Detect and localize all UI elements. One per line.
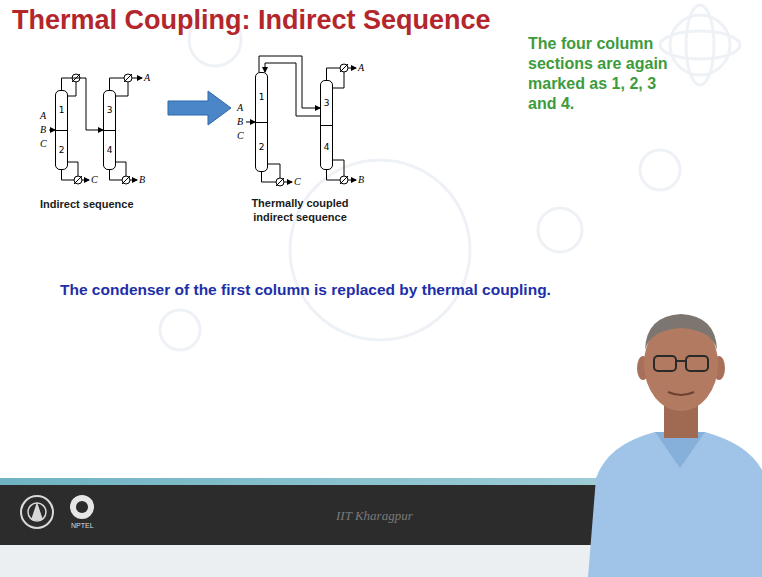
bottoms-line [110, 170, 123, 180]
stream-label: C [40, 138, 47, 150]
product-line [130, 180, 137, 181]
reboiler-symbol [74, 176, 82, 184]
reboiler-symbol [340, 176, 348, 184]
reflux-line [68, 82, 76, 96]
note-text: The four column sections are again marke… [528, 34, 680, 114]
boilup-line [68, 162, 78, 176]
feed-line [246, 122, 255, 123]
section-number: 4 [321, 126, 332, 170]
footer-watermark: IIT Kharagpur [336, 508, 413, 524]
section-number: 3 [321, 81, 332, 126]
boilup-line [116, 162, 126, 176]
distillation-column: 12 [255, 72, 268, 172]
distillation-column: 34 [103, 90, 116, 170]
presenter-shirt [588, 432, 762, 577]
section-number: 1 [256, 73, 267, 123]
logo-caption: NPTEL [71, 522, 94, 530]
reboiler-symbol [340, 176, 348, 184]
stream-label: C [237, 130, 244, 142]
reboiler-symbol [122, 176, 130, 184]
presenter-mouth [668, 392, 694, 395]
reboiler-symbol [74, 176, 82, 184]
institute-logo [21, 496, 53, 528]
presenter-hair [645, 314, 717, 350]
diagram-caption: Indirect sequence [40, 198, 134, 210]
product-line [348, 180, 356, 181]
reboiler-symbol [276, 178, 284, 186]
stream-label: C [294, 176, 301, 188]
product-line [348, 68, 356, 69]
section-number: 2 [256, 123, 267, 172]
presenter-glasses [654, 356, 676, 371]
condenser-symbol [340, 64, 348, 72]
reflux-line [333, 72, 344, 88]
stream-label: A [40, 110, 46, 122]
watermark-icon [640, 150, 680, 190]
boilup-line [268, 164, 280, 178]
watermark-icon [290, 160, 470, 340]
stream-connector [265, 63, 320, 116]
bottoms-line [327, 170, 341, 180]
stream-connector [259, 56, 320, 108]
slide-title: Thermal Coupling: Indirect Sequence [12, 5, 491, 36]
presenter-glasses [676, 360, 686, 362]
bottoms-line [62, 170, 75, 180]
condenser-symbol [124, 74, 132, 82]
condenser-symbol [124, 74, 132, 82]
product-line [284, 182, 292, 183]
nptel-logo [76, 501, 88, 513]
reboiler-symbol [122, 176, 130, 184]
section-number: 1 [56, 91, 67, 131]
bottoms-line [262, 172, 277, 182]
watermark-icon [670, 15, 730, 75]
product-line [82, 180, 89, 181]
stream-label: C [91, 174, 98, 186]
stream-label: B [358, 174, 364, 186]
reboiler-symbol [276, 178, 284, 186]
diagram-caption: Thermally coupled indirect sequence [240, 196, 360, 224]
nptel-logo [70, 495, 94, 519]
institute-logo [28, 503, 46, 521]
section-number: 2 [56, 131, 67, 170]
watermark-icon [160, 310, 200, 350]
stream-label: B [237, 116, 243, 128]
distillation-column: 12 [55, 90, 68, 170]
section-number: 3 [104, 91, 115, 131]
reflux-line [116, 82, 128, 96]
boilup-line [333, 160, 344, 176]
section-number: 4 [104, 131, 115, 170]
watermark-icon [538, 208, 582, 252]
statement-text: The condenser of the first column is rep… [60, 281, 551, 299]
stream-label: A [358, 62, 364, 74]
condenser-symbol [340, 64, 348, 72]
transition-arrow [168, 91, 231, 125]
presenter-glasses [686, 356, 708, 371]
distillation-column: 34 [320, 80, 333, 170]
watermark-icon [660, 31, 740, 59]
watermark-icon [686, 5, 714, 85]
vapor-line [110, 78, 125, 90]
stream-label: A [144, 72, 150, 84]
stream-label: B [40, 124, 46, 136]
vapor-line [327, 68, 341, 80]
institute-logo [31, 502, 43, 520]
stream-label: A [237, 102, 243, 114]
product-line [132, 78, 142, 79]
stream-label: B [139, 174, 145, 186]
